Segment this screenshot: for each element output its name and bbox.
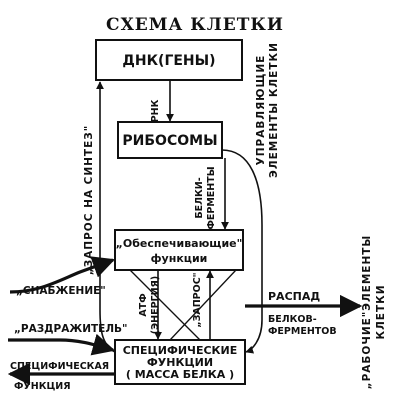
supply-functions-line2: функции bbox=[151, 252, 208, 265]
control-elements-line2: ЭЛЕМЕНТЫ КЛЕТКИ bbox=[268, 42, 280, 178]
specific-functions-box bbox=[114, 339, 246, 385]
specific-functions-line3: ( МАССА БЕЛКА ) bbox=[126, 368, 234, 381]
decay-label-line2: ФЕРМЕНТОВ bbox=[268, 326, 337, 337]
diagonal-link-1 bbox=[129, 269, 201, 341]
stimulus-input-label: „РАЗДРАЖИТЕЛЬ" bbox=[14, 323, 128, 335]
dna-box bbox=[95, 39, 243, 81]
specific-function-label-line1: СПЕЦИФИЧЕСКАЯ bbox=[10, 361, 109, 372]
proteins-label-line1: БЕЛКИ- bbox=[194, 177, 205, 218]
specific-function-label-line2: ФУНКЦИЯ bbox=[14, 381, 71, 392]
supply-functions-line1: „Обеспечивающие" bbox=[116, 237, 243, 250]
supply-functions-box bbox=[114, 229, 244, 271]
diagram-title: СХЕМА КЛЕТКИ bbox=[106, 15, 284, 35]
supply-input-arrow bbox=[9, 256, 116, 294]
request-label: „ЗАПРОС" bbox=[192, 272, 203, 327]
specific-functions-line1: СПЕЦИФИЧЕСКИЕ bbox=[123, 344, 238, 357]
rnk-label: РНК bbox=[150, 99, 161, 122]
diagonal-link-2 bbox=[169, 269, 237, 341]
decay-label: РАСПАД bbox=[268, 290, 320, 303]
synthesis-request-label: „ЗАПРОС НА СИНТЕЗ" bbox=[83, 125, 95, 275]
proteins-label-line2: ФЕРМЕНТЫ bbox=[206, 166, 217, 229]
ribosomes-box-label: РИБОСОМЫ bbox=[122, 133, 217, 149]
stimulus-input-arrow bbox=[8, 333, 116, 356]
working-elements-line1: „РАБОЧИЕ"ЭЛЕМЕНТЫ bbox=[361, 235, 373, 390]
dna-box-label: ДНК(ГЕНЫ) bbox=[122, 53, 215, 69]
working-elements-line2: КЛЕТКИ bbox=[375, 284, 387, 339]
atp-label-line2: (ЭНЕРГИЯ) bbox=[150, 276, 161, 334]
atp-label-line1: АТФ bbox=[138, 293, 149, 316]
specific-functions-line2: ФУНКЦИИ bbox=[147, 356, 213, 369]
ribosomes-box bbox=[117, 121, 223, 159]
decay-label-line1: БЕЛКОВ- bbox=[268, 314, 317, 325]
synthesis-request-arrow bbox=[96, 81, 116, 353]
control-elements-line1: УПРАВЛЯЮЩИЕ bbox=[255, 55, 267, 166]
supply-input-label: „СНАБЖЕНИЕ" bbox=[16, 285, 106, 297]
control-elements-flow bbox=[221, 149, 263, 354]
